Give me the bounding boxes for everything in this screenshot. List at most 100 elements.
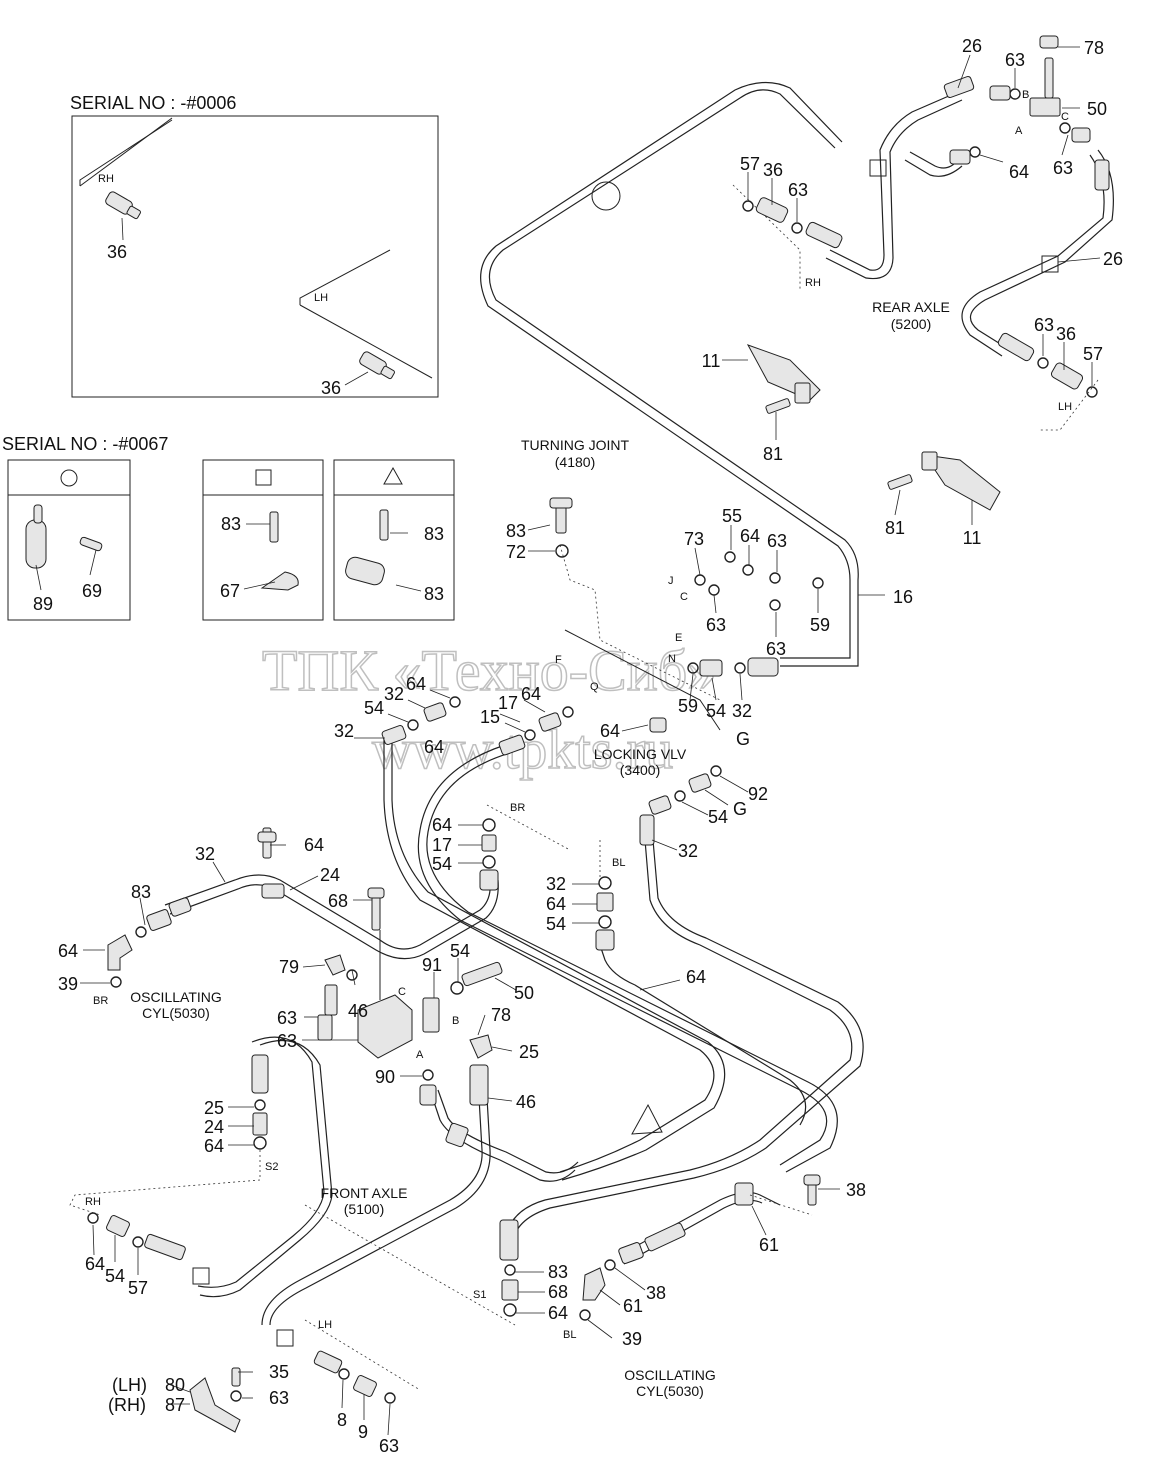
bracket-11-lower (887, 451, 1001, 511)
callout-63: 63 (277, 1031, 297, 1051)
svg-text:(5200): (5200) (891, 316, 931, 332)
svg-text:RH: RH (85, 1196, 101, 1208)
callout-90: 90 (375, 1067, 395, 1087)
inset-lh-label: LH (314, 292, 328, 304)
callout-63: 63 (379, 1436, 399, 1456)
bracket-8-9 (189, 1367, 242, 1433)
inset-rh-label: RH (98, 173, 114, 185)
callout-36: 36 (321, 378, 341, 398)
callout-61: 61 (759, 1235, 779, 1255)
callout-54: 54 (105, 1266, 125, 1286)
svg-text:E: E (675, 632, 682, 644)
svg-text:A: A (1015, 125, 1023, 137)
fitting-stack-bl (595, 876, 615, 951)
front-axle-caption: FRONT AXLE (321, 1185, 408, 1201)
callout-63: 63 (767, 531, 787, 551)
pipe-clamp-markers (192, 159, 1059, 1347)
clamp-legend-triangle (333, 459, 455, 621)
bracket-11-upper (746, 344, 821, 414)
callout-73: 73 (684, 529, 704, 549)
callout-46: 46 (348, 1001, 368, 1021)
rear-axle-caption: REAR AXLE (872, 299, 950, 315)
inset-box-serial-0006 (71, 115, 439, 398)
callout-36: 36 (763, 160, 783, 180)
callout-64: 64 (204, 1136, 224, 1156)
turning-joint-caption: TURNING JOINT (521, 437, 630, 453)
svg-text:BR: BR (93, 995, 108, 1007)
callout-63: 63 (788, 180, 808, 200)
callout-11: 11 (963, 528, 982, 548)
callout-63: 63 (706, 615, 726, 635)
callout-50: 50 (514, 983, 534, 1003)
component-captions: TURNING JOINT (4180) REAR AXLE (5200) LO… (108, 299, 950, 1415)
callout-32: 32 (732, 701, 752, 721)
callout-59: 59 (810, 615, 830, 635)
callout-26: 26 (1103, 249, 1123, 269)
callout-8: 8 (337, 1410, 347, 1430)
svg-text:BR: BR (510, 802, 525, 814)
callout-64: 64 (740, 526, 760, 546)
svg-text:C: C (398, 986, 406, 998)
callout-64: 64 (304, 835, 324, 855)
svg-text:C: C (1061, 111, 1069, 123)
fitting-stack-br (479, 818, 499, 891)
callout-11: 11 (702, 351, 721, 371)
callout-64: 64 (1009, 162, 1029, 182)
callout-G: G (733, 799, 747, 819)
callout-32: 32 (195, 844, 215, 864)
callout-69: 69 (82, 581, 102, 601)
callout-50: 50 (1087, 99, 1107, 119)
svg-text:(5100): (5100) (344, 1201, 384, 1217)
callout-64: 64 (546, 894, 566, 914)
callout-63: 63 (277, 1008, 297, 1028)
svg-text:LH: LH (1058, 401, 1072, 413)
callout-91: 91 (422, 955, 442, 975)
callout-63: 63 (269, 1388, 289, 1408)
callout-32: 32 (384, 684, 404, 704)
callout-87: 87 (165, 1395, 185, 1415)
callout-25: 25 (519, 1042, 539, 1062)
watermark-company: ТПК «Техно-Сиб» (262, 638, 716, 703)
rear-lh-fittings (997, 332, 1099, 431)
callout-36: 36 (107, 242, 127, 262)
callout-63: 63 (766, 639, 786, 659)
serial-header-0067: SERIAL NO : -#0067 (2, 434, 168, 454)
callout-57: 57 (740, 154, 760, 174)
locking-valve-caption: LOCKING VLV (594, 746, 687, 762)
callout-54: 54 (708, 807, 728, 827)
callout-54: 54 (432, 854, 452, 874)
svg-text:G: G (736, 729, 750, 749)
callout-25: 25 (204, 1098, 224, 1118)
fitting-stack-s2 (69, 1054, 269, 1216)
osc-cyl-right-caption: OSCILLATING (624, 1367, 716, 1383)
callout-83: 83 (424, 524, 444, 544)
svg-text:B: B (452, 1015, 459, 1027)
bracket-lh-caption: (LH) (112, 1375, 147, 1395)
svg-text:J: J (668, 575, 674, 587)
callout-68: 68 (328, 891, 348, 911)
callout-17: 17 (498, 693, 518, 713)
svg-text:RH: RH (805, 277, 821, 289)
callout-81: 81 (763, 444, 783, 464)
svg-text:C: C (680, 591, 688, 603)
callout-83: 83 (548, 1262, 568, 1282)
turning-joint-area (381, 497, 824, 880)
callout-9: 9 (358, 1422, 368, 1442)
callout-32: 32 (546, 874, 566, 894)
callout-54: 54 (706, 701, 726, 721)
callout-38: 38 (646, 1283, 666, 1303)
watermark-url: www.tpkts.ru (372, 719, 673, 781)
callout-39: 39 (622, 1329, 642, 1349)
callout-64: 64 (600, 721, 620, 741)
callout-78: 78 (1084, 38, 1104, 58)
callout-57: 57 (1083, 344, 1103, 364)
callout-63: 63 (1053, 158, 1073, 178)
callout-54: 54 (546, 914, 566, 934)
svg-text:A: A (416, 1049, 424, 1061)
callout-16: 16 (893, 587, 913, 607)
callout-68: 68 (548, 1282, 568, 1302)
callout-83: 83 (424, 584, 444, 604)
svg-text:(4180): (4180) (555, 454, 595, 470)
